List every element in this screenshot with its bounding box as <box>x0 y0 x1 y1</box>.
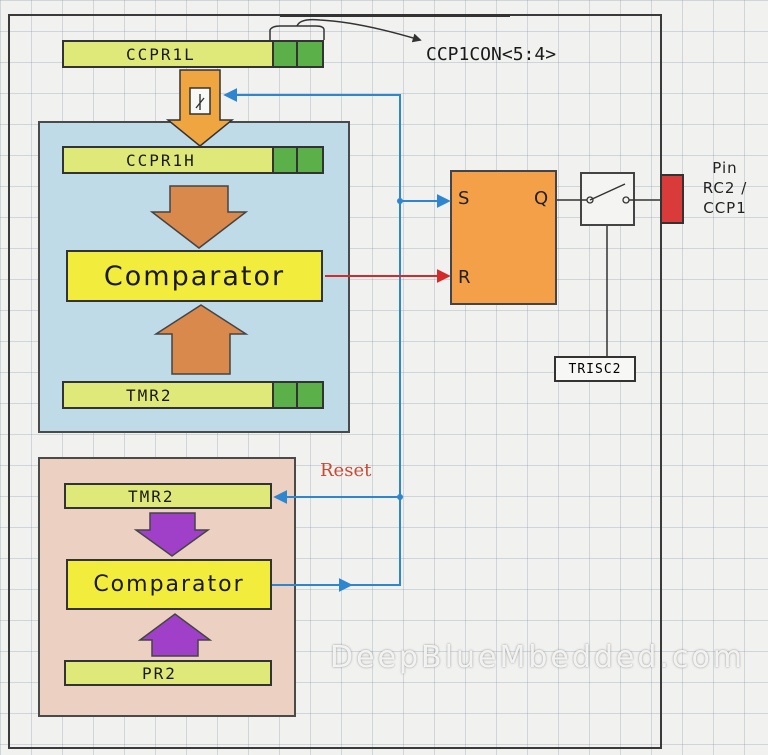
pin-label-line1: Pin <box>712 159 738 177</box>
comparator-duty: Comparator <box>66 250 323 302</box>
trisc2-label: TRISC2 <box>568 361 622 377</box>
wire-junction-reset <box>397 494 403 500</box>
tmr2-bit-cell-1 <box>272 383 296 407</box>
switch-blade <box>589 183 626 201</box>
arrow-ccpr1h-to-comparator <box>149 185 249 249</box>
register-ccpr1l: CCPR1L <box>62 40 324 68</box>
latch-q-output: Q <box>534 188 549 209</box>
reset-label: Reset <box>320 460 372 481</box>
register-tmr2-duty-label: TMR2 <box>126 385 173 405</box>
ccp1con-pointer <box>296 18 422 43</box>
latch-reset-input: R <box>458 267 471 288</box>
trisc2-box: TRISC2 <box>554 356 636 382</box>
ccp1con-label: CCP1CON<5:4> <box>426 44 557 65</box>
comparator-period: Comparator <box>66 559 272 610</box>
comparator-period-label: Comparator <box>93 572 245 597</box>
ccpr1l-bit-cell-1 <box>272 42 296 66</box>
ccpr1l-bit-cell-2 <box>296 42 322 66</box>
register-tmr2-period: TMR2 <box>64 483 272 509</box>
wire-junction-set <box>397 198 403 204</box>
pin-rc2-ccp1 <box>660 174 684 224</box>
register-ccpr1h: CCPR1H <box>62 146 324 174</box>
register-tmr2-duty: TMR2 <box>62 381 324 409</box>
tmr2-bit-cell-2 <box>296 383 322 407</box>
comparator-duty-label: Comparator <box>103 260 286 292</box>
pin-label: Pin RC2 / CCP1 <box>690 158 760 218</box>
register-ccpr1l-label: CCPR1L <box>126 44 196 64</box>
ccp1con-bracket <box>269 25 325 40</box>
watermark: DeepBlueMbedded.com <box>330 640 746 675</box>
wire-period-comparator-out <box>223 88 401 586</box>
register-pr2-label: PR2 <box>142 663 177 683</box>
arrow-tmr2-to-comparator <box>153 304 249 375</box>
switch-contact-right <box>622 196 630 204</box>
register-ccpr1h-label: CCPR1H <box>126 150 196 170</box>
latch-set-input: S <box>458 188 470 209</box>
arrow-tmr2-to-period-comparator <box>133 512 211 557</box>
pin-label-line3: CCP1 <box>703 199 747 217</box>
arrow-pr2-to-period-comparator <box>137 613 213 657</box>
sr-latch: S R Q <box>450 170 557 305</box>
register-tmr2-period-label: TMR2 <box>128 486 175 506</box>
ccpr1h-bit-cell-2 <box>296 148 322 172</box>
transfer-latch-switch-icon <box>195 94 205 110</box>
outline-top-edge <box>280 14 510 17</box>
ccpr1h-bit-cell-1 <box>272 148 296 172</box>
register-pr2: PR2 <box>64 660 272 686</box>
pin-label-line2: RC2 / <box>702 179 748 197</box>
